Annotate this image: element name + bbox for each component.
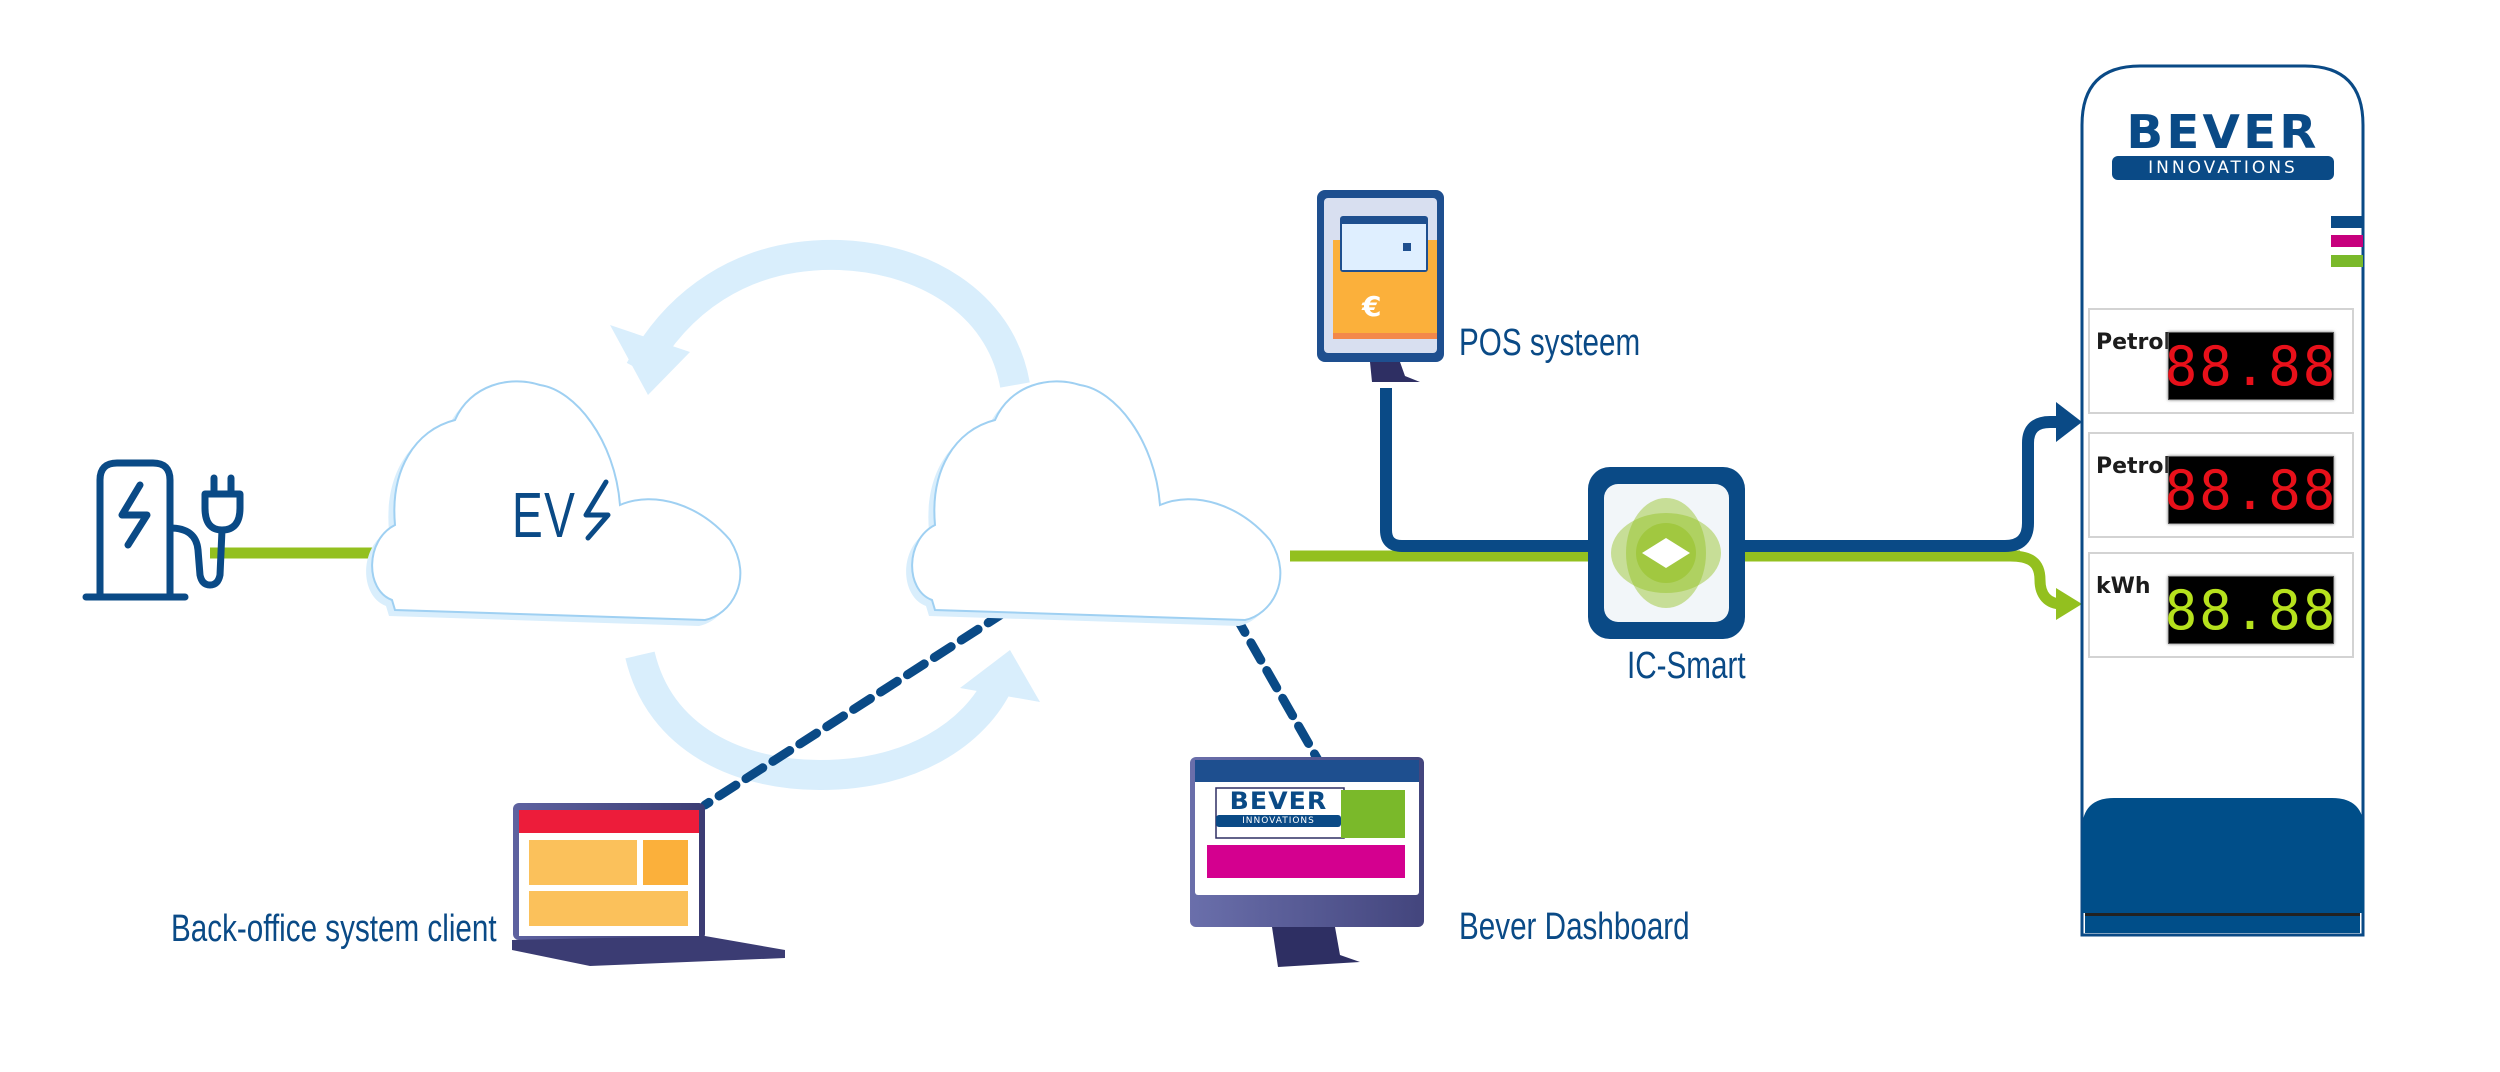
pump-stripe-blue [2331, 216, 2363, 228]
pump-stripe-green [2331, 255, 2363, 267]
cycle-arrow-top [626, 239, 1030, 389]
arrow-to-kwh [2056, 588, 2082, 620]
pos-label: POS systeem [1459, 322, 1641, 364]
svg-text:€: € [1361, 290, 1381, 323]
ic-smart-device-icon[interactable] [1588, 467, 1745, 639]
display-label: Petrol [2096, 454, 2172, 479]
ev-cloud-label: EV [512, 479, 577, 551]
dashed-link-dashboard [1230, 610, 1323, 765]
dashboard-screen-logo: BEVER INNOVATIONS [1216, 789, 1341, 827]
led-readout: 88.88 [2165, 332, 2335, 400]
cycle-arrow-bottom [625, 651, 1014, 791]
ev-cloud[interactable] [366, 380, 742, 626]
led-readout: 88.88 [2165, 456, 2335, 524]
sync-cycle-arrows [610, 239, 1040, 791]
pump-base [2082, 798, 2364, 913]
laptop-icon[interactable] [512, 803, 785, 966]
pump-stripe-magenta [2331, 235, 2363, 247]
cycle-arrow-bottom-head [960, 650, 1040, 702]
display-label: Petrol [2096, 330, 2172, 355]
logo-sub-text: INNOVATIONS [2112, 156, 2334, 180]
arrow-to-petrol [2056, 402, 2082, 442]
ev-charger-icon [82, 459, 244, 601]
pump-display-kwh: kWh 88.88 [2088, 552, 2354, 658]
dashboard-label: Bever Dashboard [1459, 906, 1690, 948]
display-label: kWh [2096, 574, 2151, 599]
desktop-monitor-icon[interactable] [1190, 757, 1424, 967]
pump-display-petrol-1: Petrol 88.88 [2088, 308, 2354, 414]
dashboard-logo-sub: INNOVATIONS [1216, 815, 1341, 827]
pos-terminal-icon[interactable]: € [1317, 190, 1444, 382]
back-office-label: Back-office system client [171, 908, 497, 950]
led-readout: 88.88 [2165, 576, 2335, 644]
logo-main-text: BEVER [2126, 105, 2320, 159]
dashboard-logo-main: BEVER [1229, 787, 1328, 815]
ic-smart-label: IC-Smart [1627, 645, 1746, 687]
bever-logo: BEVER INNOVATIONS [2112, 109, 2334, 180]
dashed-link-backoffice [700, 607, 1010, 810]
cycle-arrow-top-head [610, 325, 690, 395]
lightning-bolt-icon [583, 479, 611, 541]
pump-display-petrol-2: Petrol 88.88 [2088, 432, 2354, 538]
platform-cloud[interactable] [906, 380, 1282, 626]
data-lines [700, 388, 2082, 810]
